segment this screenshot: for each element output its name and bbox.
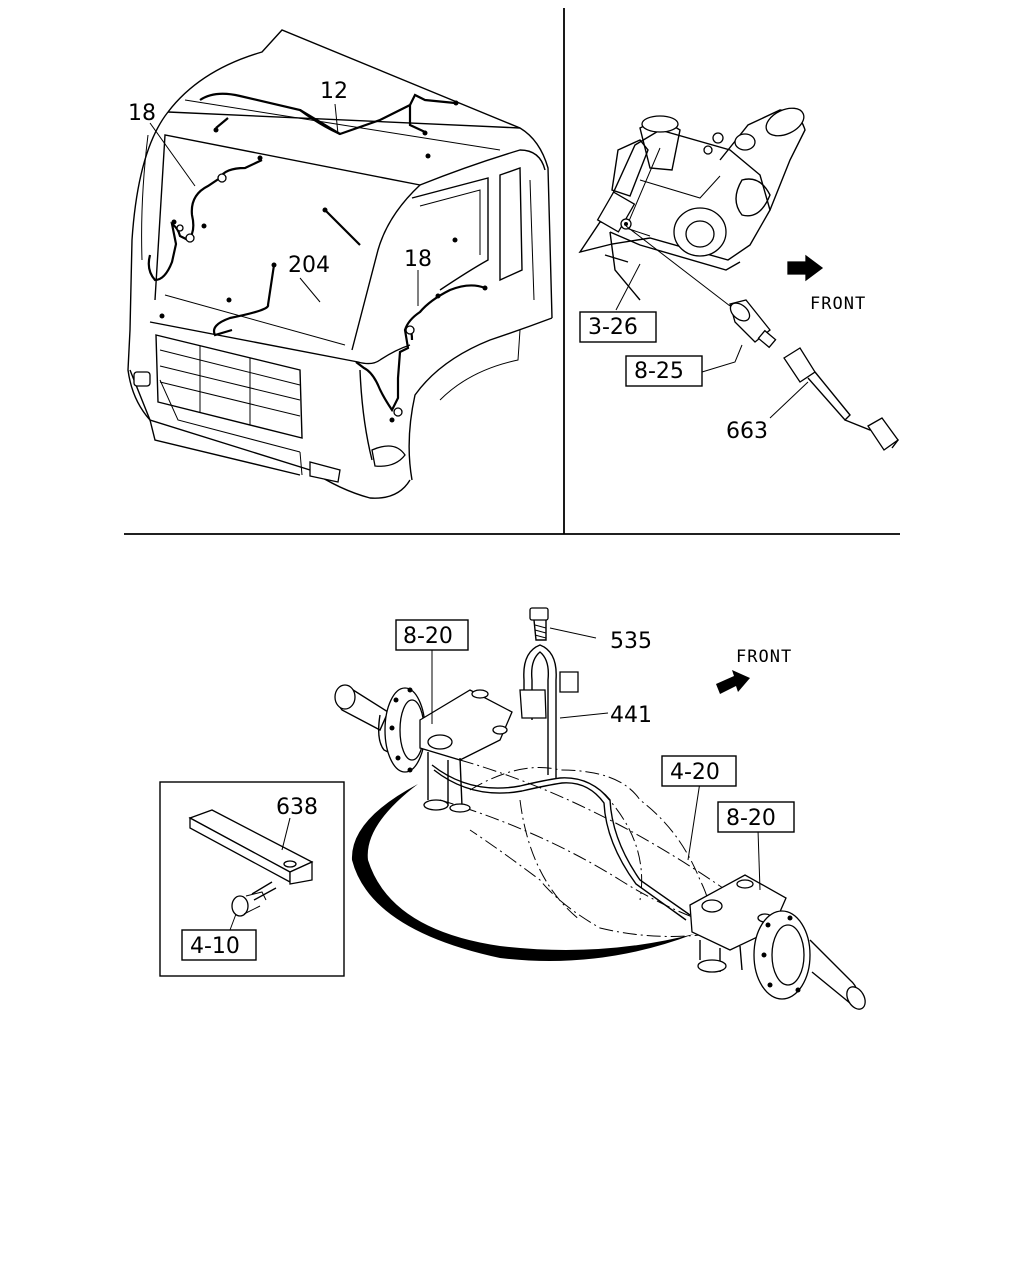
label-535: 535 [610, 629, 652, 654]
label-18-side: 18 [404, 247, 432, 272]
pump-assembly-illustration [578, 107, 900, 451]
truck-cab-illustration [127, 29, 553, 499]
label-front-top: FRONT [810, 294, 866, 314]
label-441: 441 [610, 703, 652, 728]
ref-box-4-20 [661, 755, 737, 787]
label-4-20: 4-20 [670, 760, 720, 785]
label-8-20-right: 8-20 [726, 806, 776, 831]
label-638: 638 [276, 795, 318, 820]
label-204: 204 [288, 253, 330, 278]
label-12: 12 [320, 79, 348, 104]
label-8-20-left: 8-20 [403, 624, 453, 649]
label-4-10: 4-10 [190, 934, 240, 959]
label-3-26: 3-26 [588, 315, 638, 340]
ref-box-3-26 [579, 311, 657, 343]
ref-box-8-25 [625, 355, 703, 387]
rear-axle-illustration [334, 607, 866, 1010]
label-18-top: 18 [128, 101, 156, 126]
label-663: 663 [726, 419, 768, 444]
clip-detail-illustration [188, 809, 314, 931]
label-front-bottom: FRONT [736, 647, 792, 667]
ref-box-8-20-right [717, 801, 795, 833]
ref-box-8-20-left [395, 619, 469, 651]
label-8-25: 8-25 [634, 359, 684, 384]
ref-box-4-10 [181, 929, 257, 961]
